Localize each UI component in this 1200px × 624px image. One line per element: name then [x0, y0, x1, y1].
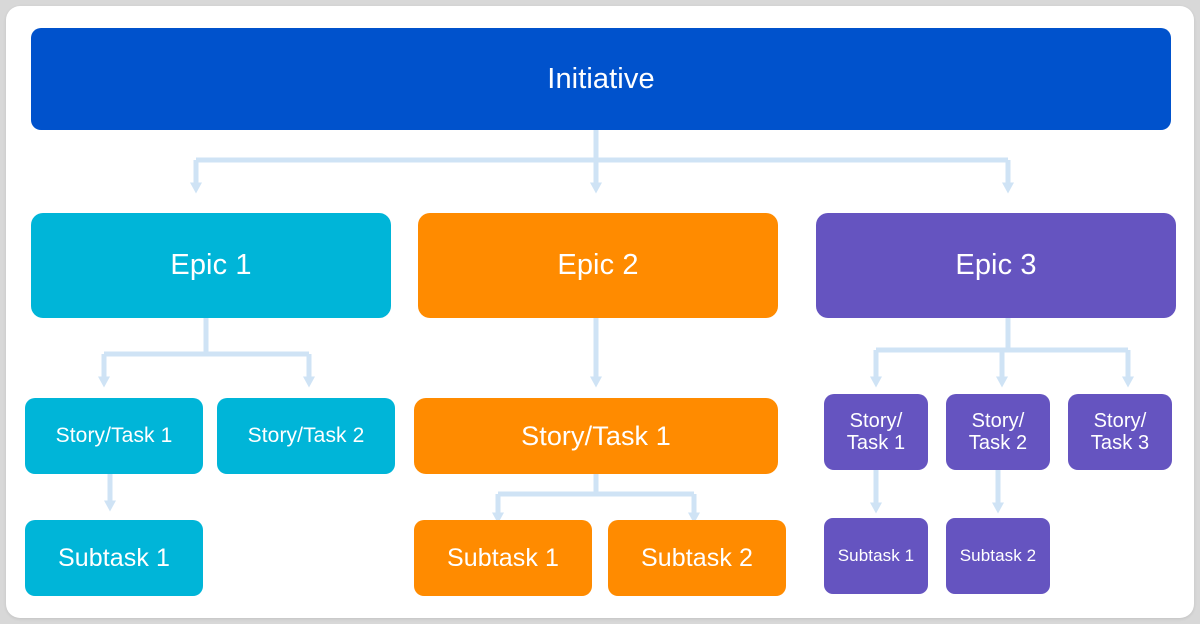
node-initiative[interactable]: Initiative [31, 28, 1171, 130]
node-epic2-story-task-1[interactable]: Story/Task 1 [414, 398, 778, 474]
edge-epic1-to-stories [98, 318, 315, 388]
node-epic2-subtask-2[interactable]: Subtask 2 [608, 520, 786, 596]
node-epic3-story-task-1[interactable]: Story/ Task 1 [824, 394, 928, 470]
node-epic3-story-task-3[interactable]: Story/ Task 3 [1068, 394, 1172, 470]
node-epic-2[interactable]: Epic 2 [418, 213, 778, 318]
diagram-card: Initiative Epic 1 Epic 2 Epic 3 Story/Ta… [6, 6, 1194, 618]
node-epic1-story-task-2[interactable]: Story/Task 2 [217, 398, 395, 474]
node-epic-1[interactable]: Epic 1 [31, 213, 391, 318]
node-epic2-subtask-1[interactable]: Subtask 1 [414, 520, 592, 596]
node-epic1-story-task-1[interactable]: Story/Task 1 [25, 398, 203, 474]
node-epic3-subtask-1[interactable]: Subtask 1 [824, 518, 928, 594]
edge-initiative-to-epics [190, 130, 1014, 194]
edge-epic3-to-stories [870, 318, 1134, 388]
node-epic3-subtask-2[interactable]: Subtask 2 [946, 518, 1050, 594]
node-epic1-subtask-1[interactable]: Subtask 1 [25, 520, 203, 596]
edge-epic2story1-to-subtasks [492, 473, 700, 524]
node-epic3-story-task-2[interactable]: Story/ Task 2 [946, 394, 1050, 470]
node-epic-3[interactable]: Epic 3 [816, 213, 1176, 318]
